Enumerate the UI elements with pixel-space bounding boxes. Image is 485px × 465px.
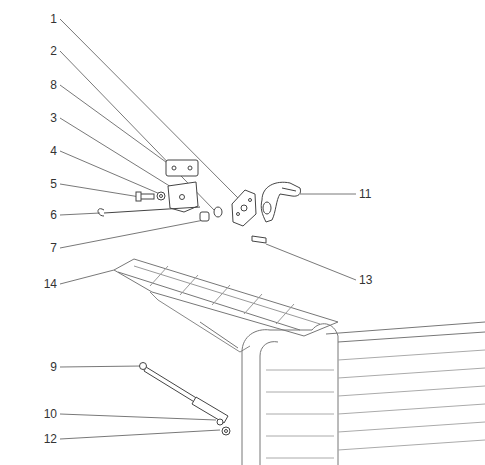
callout-number: 14 <box>43 277 58 291</box>
vehicle-body <box>114 259 485 465</box>
callout-number: 1 <box>49 12 58 26</box>
callout-number: 8 <box>49 78 58 92</box>
callout-number: 10 <box>43 407 58 421</box>
callout-number: 3 <box>49 111 58 125</box>
callout-number: 7 <box>49 241 58 255</box>
callout-number: 9 <box>49 360 58 374</box>
callout-number: 6 <box>49 208 58 222</box>
callout-number: 4 <box>49 144 58 158</box>
leader-lines <box>60 19 356 439</box>
callout-number: 2 <box>49 44 58 58</box>
callout-number: 13 <box>358 273 373 287</box>
callout-number: 11 <box>358 187 372 201</box>
callout-number: 12 <box>43 432 58 446</box>
callout-number: 5 <box>49 177 58 191</box>
hardware-parts <box>98 160 301 435</box>
